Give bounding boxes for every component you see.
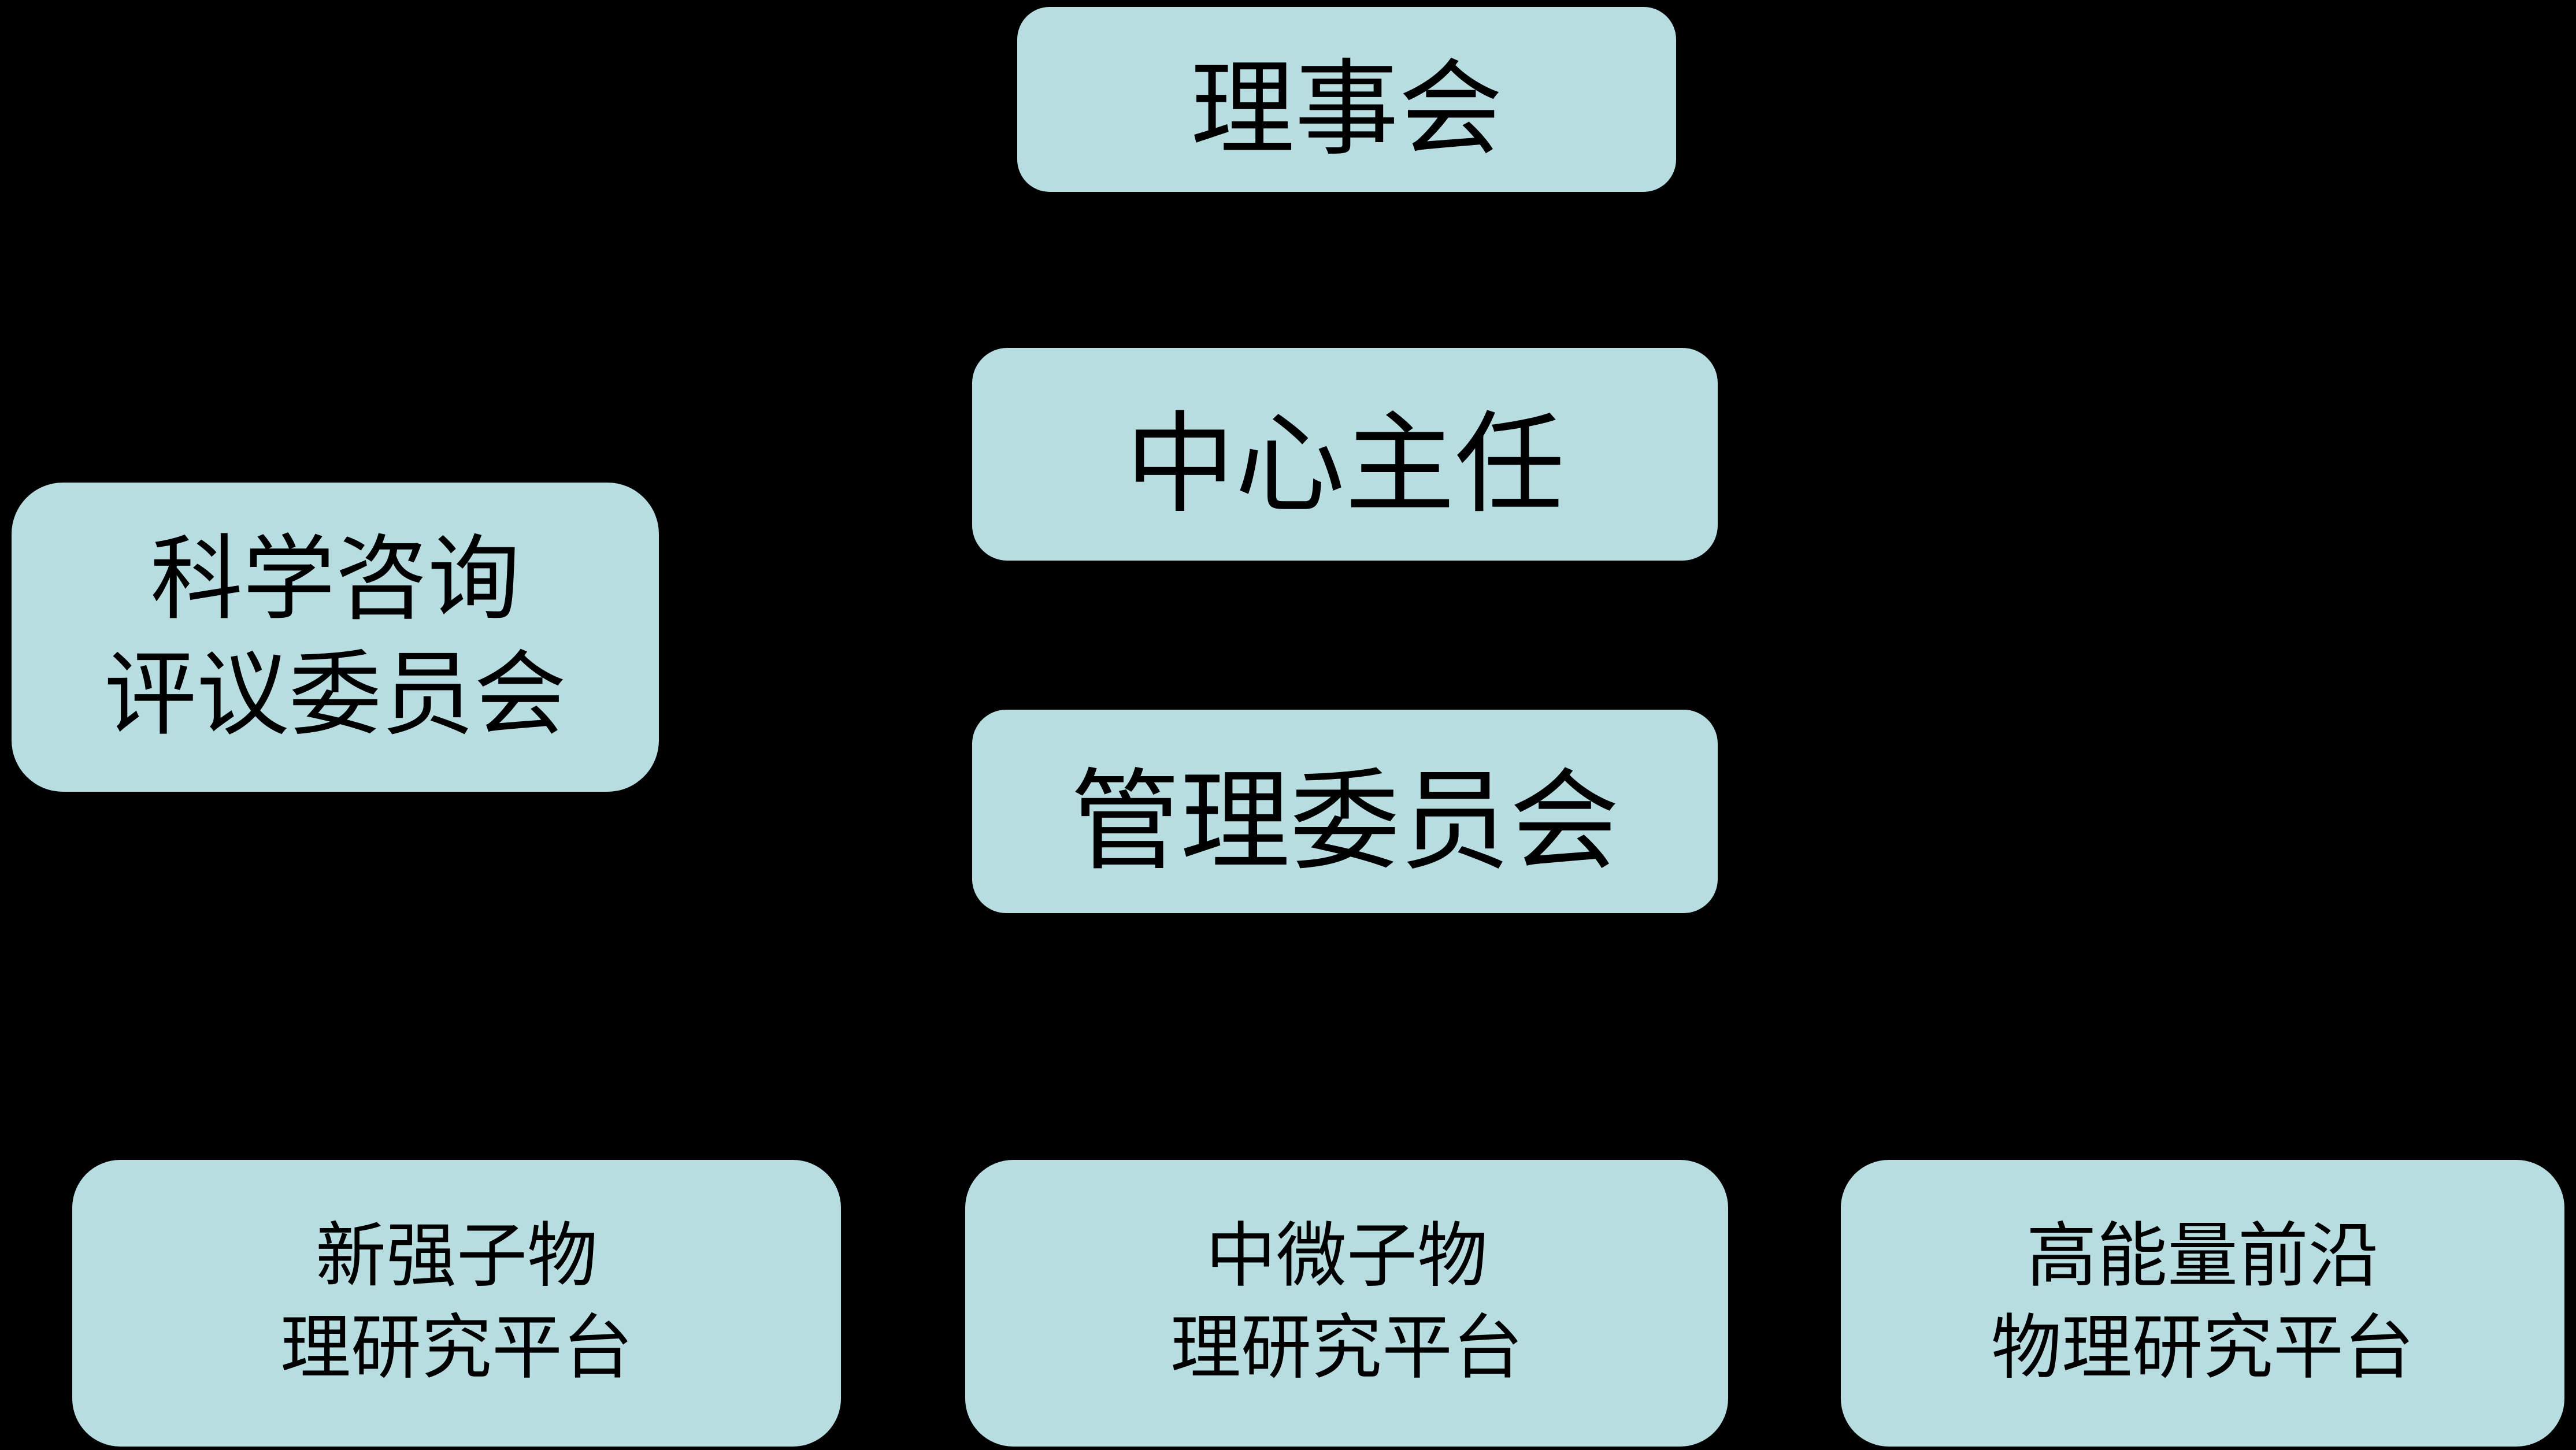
org-node-board-label: 理事会 (1190, 52, 1503, 168)
org-node-neutrino-physics-platform-label-line1: 中微子物 (1206, 1218, 1488, 1296)
org-node-high-energy-frontier-physics-platform: 高能量前沿 物理研究平台 (1841, 1160, 2564, 1447)
org-node-center-director: 中心主任 (972, 348, 1718, 561)
org-node-board: 理事会 (1017, 7, 1676, 192)
org-node-neutrino-physics-platform-label-line2: 理研究平台 (1170, 1310, 1523, 1388)
org-node-management-committee: 管理委员会 (972, 710, 1718, 913)
org-node-scientific-advisory-committee-label-line2: 评议委员会 (103, 643, 566, 747)
org-node-high-energy-frontier-physics-platform-label-line1: 高能量前沿 (2026, 1218, 2379, 1296)
org-node-center-director-label: 中心主任 (1125, 405, 1565, 526)
org-node-management-committee-label: 管理委员会 (1070, 762, 1619, 884)
org-node-new-hadron-physics-platform-label-line2: 理研究平台 (280, 1310, 633, 1388)
org-node-high-energy-frontier-physics-platform-label-line2: 物理研究平台 (1991, 1310, 2414, 1388)
org-node-new-hadron-physics-platform-label-line1: 新强子物 (316, 1218, 598, 1296)
org-node-scientific-advisory-committee: 科学咨询 评议委员会 (12, 483, 659, 792)
org-node-scientific-advisory-committee-label-line1: 科学咨询 (150, 528, 520, 631)
org-node-neutrino-physics-platform: 中微子物 理研究平台 (965, 1160, 1728, 1447)
org-node-new-hadron-physics-platform: 新强子物 理研究平台 (72, 1160, 841, 1447)
